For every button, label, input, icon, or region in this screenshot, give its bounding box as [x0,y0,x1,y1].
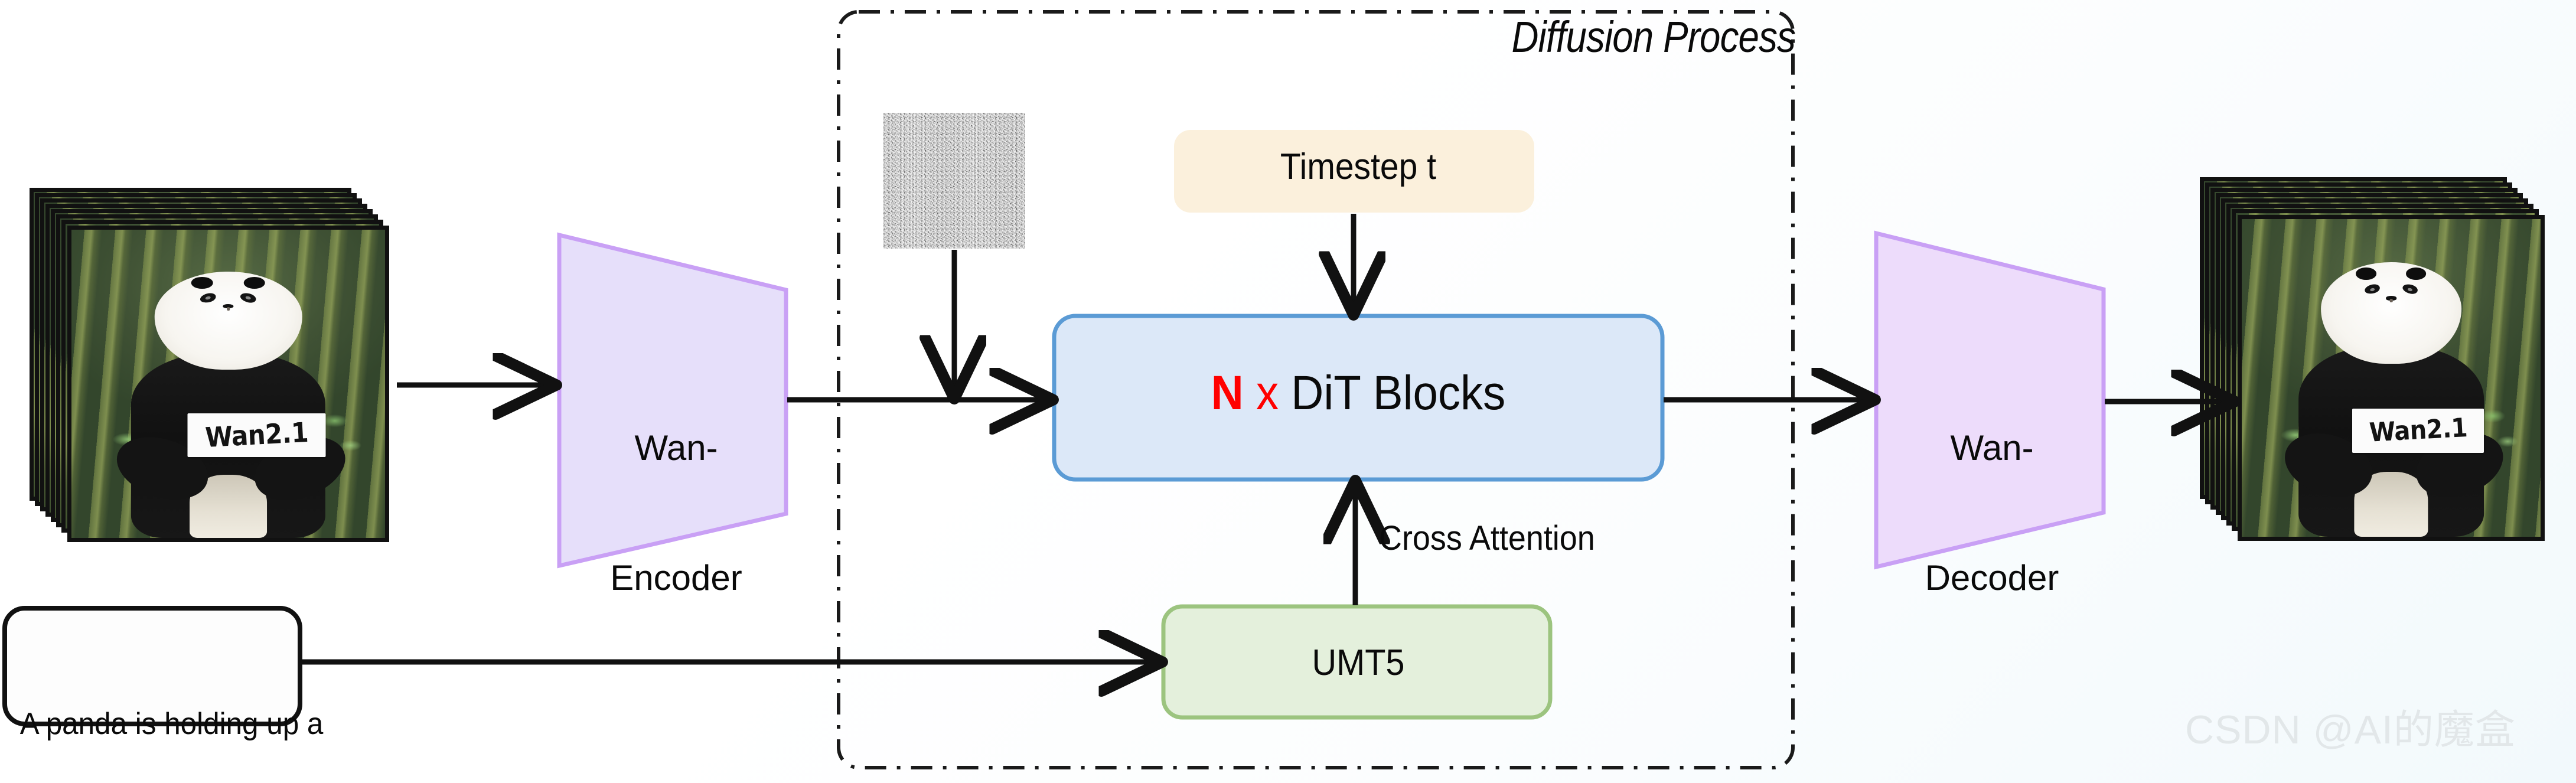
cardboard-sign: Wan2.1 [2352,408,2484,454]
frame-front: Wan2.1 [67,226,389,542]
gaussian-noise-latent [883,113,1025,249]
prompt-box[interactable] [2,606,302,726]
dit-n-multiplier: N [1211,366,1244,420]
watermark: CSDN @AI的魔盒 [2185,707,2516,752]
wan-decoder-label-line1: Wan- [1950,428,2034,468]
output-video-frames: Wan2.1 [2200,177,2566,543]
wan-decoder-block[interactable] [1874,230,2106,570]
umt5-label: UMT5 [1312,642,1405,683]
input-video-frames: Wan2.1 [30,188,390,542]
wan-decoder-label-line2: Decoder [1925,557,2059,598]
diffusion-process-group-box [837,10,1795,769]
frame-front: Wan2.1 [2238,215,2545,541]
dit-blocks-text: DiT Blocks [1291,366,1506,420]
wan-encoder-label-line2: Encoder [610,557,742,598]
panda-illustration: Wan2.1 [71,248,385,538]
diffusion-process-label: Diffusion Process [1511,12,1795,61]
panda-illustration: Wan2.1 [2242,238,2541,537]
prompt-text: A panda is holding up a cardboard that s… [19,625,324,783]
wan-encoder-block[interactable] [557,232,788,569]
cardboard-sign: Wan2.1 [187,413,326,457]
timestep-block[interactable] [1174,130,1534,213]
prompt-line-1: A panda is holding up a [19,707,324,742]
cross-attention-label: Cross Attention [1379,519,1595,557]
timestep-label: Timestep t [1280,146,1437,187]
dit-x-symbol: x [1256,366,1279,420]
wan-decoder-label: Wan- Decoder [1883,340,2101,686]
dit-blocks-label: N x DiT Blocks [1078,366,1639,420]
wan-encoder-label-line1: Wan- [634,428,718,468]
wan-encoder-label: Wan- Encoder [567,340,785,686]
